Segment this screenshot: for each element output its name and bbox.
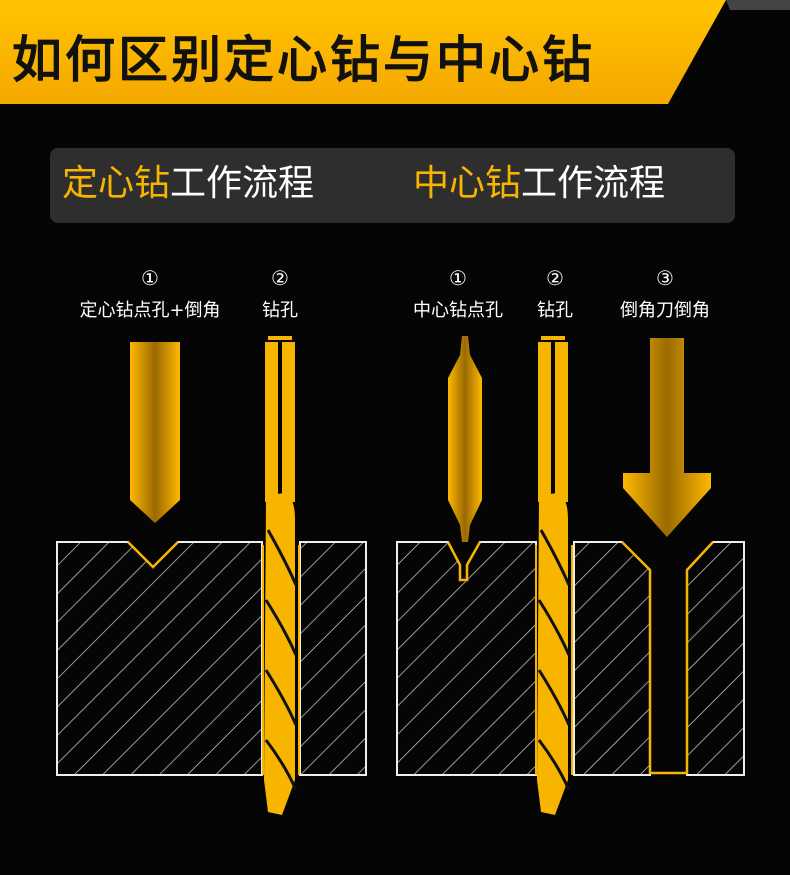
step-label: 钻孔: [537, 300, 573, 321]
step-number: ③: [656, 266, 674, 290]
step-drill-1: ② 钻孔: [240, 266, 320, 322]
workpiece-left: [56, 541, 367, 776]
twist-drill-icon: [262, 336, 300, 815]
step-number: ①: [141, 266, 159, 290]
banner-background: [0, 0, 790, 104]
step-number: ②: [271, 266, 289, 290]
step-label: 倒角刀倒角: [620, 300, 710, 321]
subtitle-right-rest: 工作流程: [521, 163, 666, 204]
step-chamfer-tool: ③ 倒角刀倒角: [605, 266, 725, 322]
step-label: 中心钻点孔: [413, 300, 503, 321]
step-label: 钻孔: [262, 300, 298, 321]
spot-drill-icon: [130, 342, 180, 523]
step-number: ①: [449, 266, 467, 290]
workpiece-right: [396, 541, 745, 776]
title-banner: 如何区别定心钻与中心钻: [0, 0, 790, 106]
chamfer-tool-icon: [623, 338, 711, 537]
subtitle-left-rest: 工作流程: [170, 163, 315, 204]
page-title: 如何区别定心钻与中心钻: [12, 31, 595, 89]
subtitle-right-highlight: 中心钻: [413, 163, 522, 204]
step-drill-2: ② 钻孔: [515, 266, 595, 322]
twist-drill-icon: [535, 336, 573, 815]
step-label: 定心钻点孔+倒角: [79, 300, 221, 321]
subtitle-bar: 定心钻 工作流程 中心钻 工作流程: [50, 148, 735, 223]
step-number: ②: [546, 266, 564, 290]
step-spot-drill-chamfer: ① 定心钻点孔+倒角: [60, 266, 240, 322]
step-center-drill: ① 中心钻点孔: [398, 266, 518, 322]
center-drill-icon: [448, 336, 482, 542]
subtitle-left-highlight: 定心钻: [62, 163, 171, 204]
